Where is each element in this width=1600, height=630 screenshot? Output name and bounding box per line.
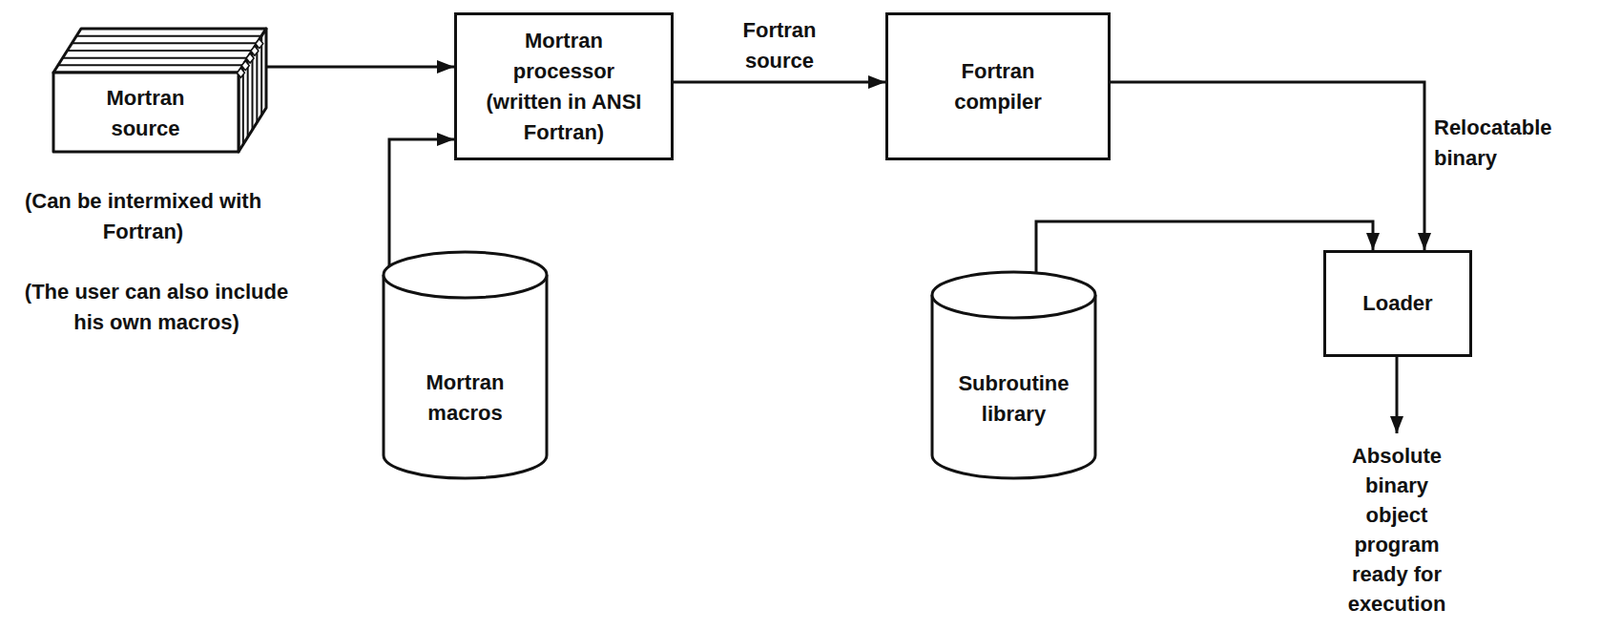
process-box: Mortran processor (written in ANSI Fortr… (454, 12, 674, 161)
node-text: Fortran compiler (935, 56, 1060, 118)
text-area: Mortran processor (written in ANSI Fortr… (457, 15, 671, 158)
edge-label: Relocatable binary (1433, 112, 1587, 174)
cylinder-outline (381, 249, 549, 480)
storage-cylinder: Subroutine library (930, 270, 1098, 480)
node-text: Subroutine library (942, 368, 1086, 430)
text-area: Loader (1326, 252, 1470, 354)
process-box: Fortran compiler (885, 12, 1111, 161)
output-arrow (1395, 356, 1399, 434)
source-deck: Mortran source (52, 26, 268, 153)
edge-label: Fortran source (722, 15, 837, 77)
note-text: (The user can also include his own macro… (7, 276, 306, 338)
process-box: Loader (1323, 249, 1473, 357)
node-text: Loader (1362, 288, 1433, 319)
note-text: (Can be intermixed with Fortran) (14, 186, 272, 248)
node-text: Mortran macros (394, 367, 538, 429)
flow-arrow (267, 65, 455, 69)
text-area: Mortran source (52, 74, 239, 152)
text-area: Subroutine library (930, 351, 1098, 447)
flow-arrow (673, 81, 886, 84)
note-text: Absolute binary object program ready for… (1337, 440, 1456, 619)
storage-cylinder: Mortran macros (381, 249, 549, 480)
node-text: Mortran source (88, 83, 204, 145)
node-text: Mortran processor (written in ANSI Fortr… (477, 25, 650, 148)
text-area: Fortran compiler (888, 15, 1108, 158)
flow-arrow (389, 139, 455, 267)
text-area: Mortran macros (381, 350, 549, 446)
flow-arrow (1110, 82, 1425, 250)
